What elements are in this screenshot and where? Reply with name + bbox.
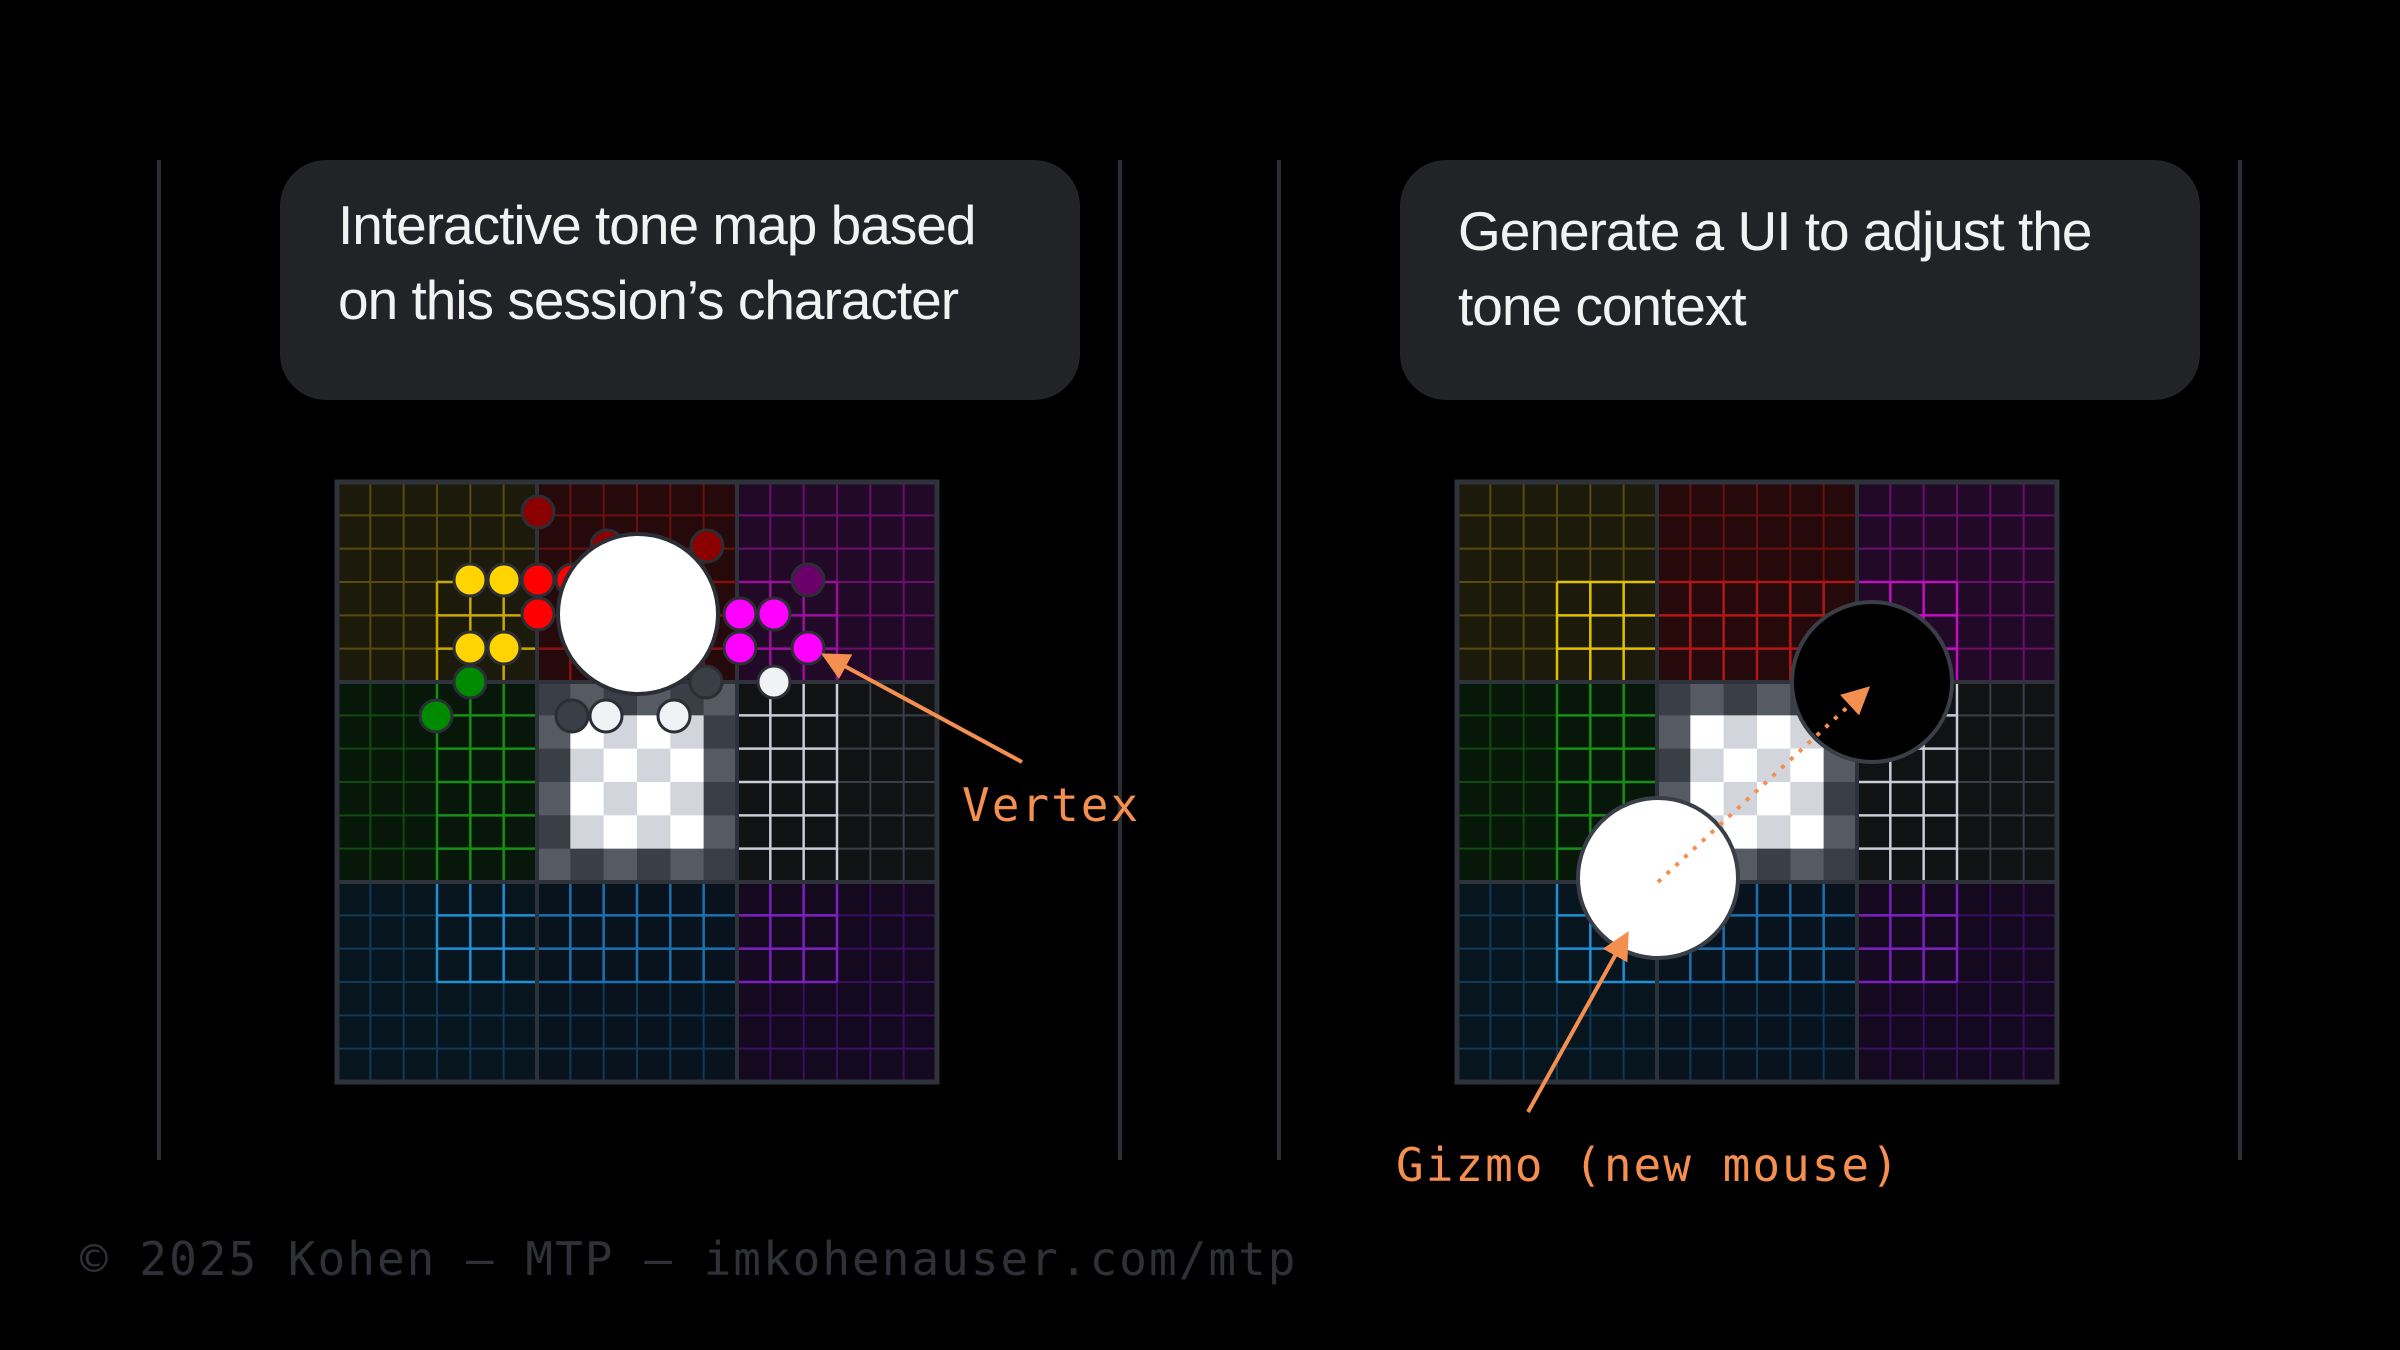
checker-cell — [703, 781, 738, 816]
vertex-dot-purple — [790, 562, 826, 598]
checker-cell — [670, 848, 705, 883]
checker-cell — [1756, 815, 1791, 850]
checker-cell — [1790, 848, 1825, 883]
checker-cell — [1690, 682, 1725, 716]
checker-cell — [1723, 682, 1758, 716]
caption-right-line-1: Generate a UI to adjust the — [1458, 200, 2092, 262]
vertex-dot-gray — [688, 664, 724, 700]
divider-line-4 — [2238, 160, 2242, 1160]
checker-cell — [537, 815, 571, 850]
footer-copyright: © 2025 Kohen — MTP — imkohenauser.com/mt… — [80, 1232, 1298, 1286]
vertex-dot-yellow — [486, 630, 522, 666]
vertex-dot-red — [520, 596, 556, 632]
checker-cell — [636, 815, 671, 850]
caption-left-line-1: Interactive tone map based — [338, 194, 976, 256]
checker-cell — [1756, 781, 1791, 816]
vertex-dot-white — [588, 698, 624, 734]
vertex-dot-yellow — [452, 562, 488, 598]
gizmo-arrow — [1526, 931, 1629, 1113]
checker-cell — [1657, 748, 1691, 783]
vertex-label: Vertex — [962, 778, 1141, 832]
checker-cell — [1690, 748, 1725, 783]
checker-cell — [1657, 715, 1691, 750]
target-circle — [1790, 600, 1954, 764]
vertex-dot-magenta — [756, 596, 792, 632]
checker-cell — [670, 748, 705, 783]
divider-line-2 — [1118, 160, 1122, 1160]
cursor-circle — [556, 532, 720, 696]
checker-cell — [570, 848, 605, 883]
divider-line-1 — [157, 160, 161, 1160]
caption-right-line-2: tone context — [1458, 275, 1747, 337]
checker-cell — [703, 815, 738, 850]
checker-cell — [603, 781, 638, 816]
checker-cell — [603, 848, 638, 883]
checker-cell — [1823, 848, 1858, 883]
checker-cell — [1823, 781, 1858, 816]
checker-cell — [1790, 748, 1825, 783]
vertex-dot-green — [418, 698, 454, 734]
checker-cell — [1756, 682, 1791, 716]
divider-line-3 — [1277, 160, 1281, 1160]
vertex-dot-yellow — [486, 562, 522, 598]
map-border — [1454, 479, 2060, 1085]
checker-cell — [603, 815, 638, 850]
vertex-dot-white — [756, 664, 792, 700]
checker-cell — [670, 815, 705, 850]
tone-map-right — [1454, 479, 2060, 1085]
checker-cell — [703, 715, 738, 750]
checker-cell — [703, 848, 738, 883]
checker-cell — [1823, 815, 1858, 850]
checker-cell — [636, 848, 671, 883]
checker-cell — [636, 781, 671, 816]
vertex-arrow — [821, 653, 1023, 764]
checker-cell — [603, 748, 638, 783]
checker-cell — [537, 848, 571, 883]
map-border — [334, 479, 940, 1085]
checker-cell — [1756, 715, 1791, 750]
checker-cell — [1690, 715, 1725, 750]
gizmo-label: Gizmo (new mouse) — [1396, 1138, 1901, 1192]
checker-cell — [1723, 715, 1758, 750]
vertex-dot-magenta — [790, 630, 826, 666]
gizmo-circle — [1576, 796, 1740, 960]
caption-bubble-right: Generate a UI to adjust the tone context — [1400, 160, 2200, 400]
tone-map-left-overlay — [418, 494, 1023, 764]
vertex-dot-green — [452, 664, 488, 700]
checker-cell — [1756, 848, 1791, 883]
checker-cell — [1723, 781, 1758, 816]
checker-cell — [1790, 781, 1825, 816]
vertex-dot-red — [520, 562, 556, 598]
vertex-dot-white — [656, 698, 692, 734]
checker-cell — [636, 748, 671, 783]
checker-cell — [1657, 682, 1691, 716]
checker-cell — [570, 748, 605, 783]
caption-bubble-left: Interactive tone map based on this sessi… — [280, 160, 1080, 400]
checker-cell — [1790, 815, 1825, 850]
vertex-dot-gray — [554, 698, 590, 734]
vertex-dot-magenta — [722, 630, 758, 666]
vertex-dot-dark-red — [689, 528, 725, 564]
tone-map-right-overlay — [1526, 600, 1954, 1113]
checker-cell — [537, 781, 571, 816]
checker-cell — [570, 781, 605, 816]
vertex-dot-yellow — [452, 630, 488, 666]
checker-cell — [570, 815, 605, 850]
checker-cell — [670, 781, 705, 816]
vertex-dot-dark-red — [520, 494, 556, 530]
checker-cell — [537, 748, 571, 783]
checker-cell — [703, 748, 738, 783]
vertex-dot-magenta — [722, 596, 758, 632]
caption-left-line-2: on this session’s character — [338, 269, 959, 331]
checker-cell — [1723, 748, 1758, 783]
